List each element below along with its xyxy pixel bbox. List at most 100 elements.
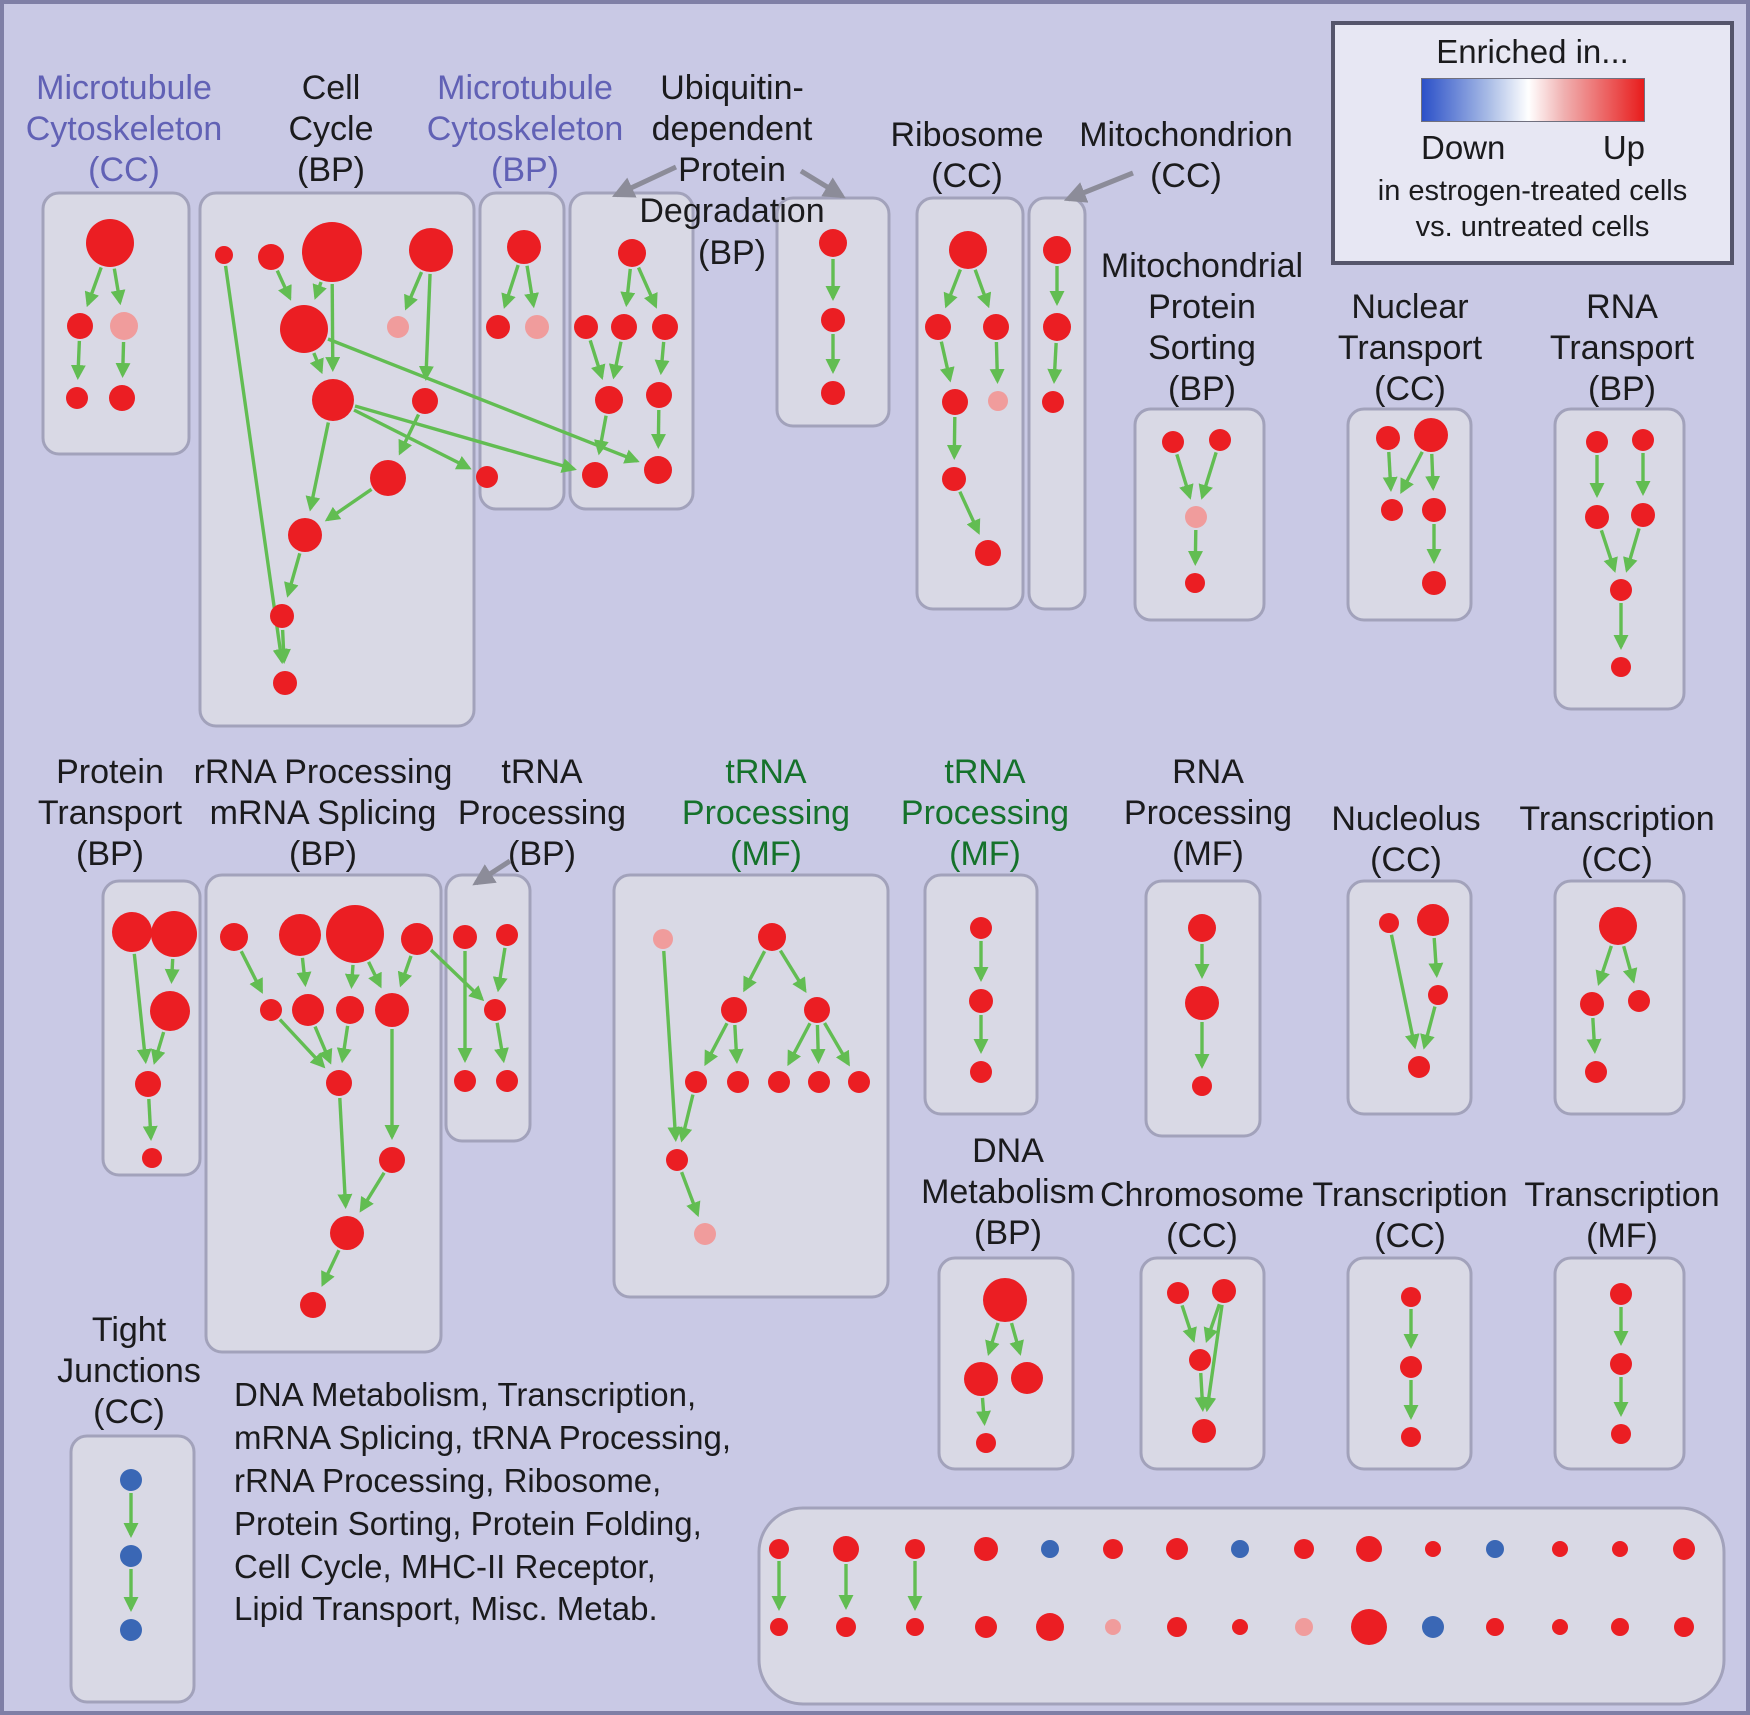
edge (588, 339, 606, 380)
cross-edge (353, 408, 472, 470)
node-up (769, 1539, 789, 1559)
node-up (685, 1071, 707, 1093)
node-up (819, 229, 847, 257)
edge (142, 1098, 158, 1142)
node-up (1103, 1539, 1123, 1559)
node-up (453, 925, 477, 949)
node-up (758, 923, 786, 951)
node-down (1041, 1540, 1059, 1558)
node-up (1610, 1353, 1632, 1375)
edge (344, 964, 360, 990)
node-up (280, 305, 328, 353)
edge (524, 265, 539, 309)
edge (284, 552, 302, 598)
group-box-transcription-cc-1 (1553, 879, 1686, 1116)
node-up (326, 1070, 352, 1096)
node-up (768, 1071, 790, 1093)
node-up (1422, 498, 1446, 522)
group-microtubule-cytoskeleton-cc (66, 219, 138, 411)
group-dna-metabolism-bp (964, 1278, 1043, 1453)
group-box-rna-transport-bp (1553, 407, 1686, 711)
group-box-nuclear-transport-cc (1346, 407, 1473, 622)
node-up (260, 999, 282, 1021)
group-box-ribosome-cc (915, 196, 1025, 611)
group-box-rrna-processing-mrna-splicing-bp (204, 873, 443, 1354)
edge (1595, 945, 1613, 986)
node-up (135, 1071, 161, 1097)
node-up (1425, 1541, 1441, 1557)
edge (336, 1025, 352, 1064)
node-up (949, 231, 987, 269)
node-up (292, 994, 324, 1026)
group-box-misc-terms (757, 1506, 1726, 1706)
edge (492, 947, 508, 993)
edge (743, 950, 767, 993)
node-up (969, 989, 993, 1013)
node-down (120, 1619, 142, 1641)
node-up (1586, 431, 1608, 453)
edge (1180, 1304, 1197, 1343)
edge (313, 1025, 333, 1065)
group-ubiquitin-degradation-bp (574, 239, 678, 488)
node-up (970, 1061, 992, 1083)
edge (810, 1024, 826, 1064)
node-down (120, 1469, 142, 1491)
node-up (273, 671, 297, 695)
group-mitochondrion-cc (1042, 236, 1071, 413)
node-up (1212, 1279, 1236, 1303)
edge (239, 950, 264, 994)
group-transcription-cc-2 (1400, 1287, 1422, 1447)
node-up (833, 1536, 859, 1562)
node-down (1422, 1616, 1444, 1638)
group-box-microtubule-cytoskeleton-bp (478, 191, 566, 511)
edge (1420, 1006, 1437, 1050)
edge (939, 341, 955, 383)
node-up (1356, 1536, 1382, 1562)
edge (654, 341, 670, 376)
edge (1201, 1304, 1224, 1413)
node-up-weak (1105, 1619, 1121, 1635)
node-up-weak (1185, 506, 1207, 528)
cross-edge (354, 404, 577, 473)
group-trna-processing-bp (453, 924, 518, 1092)
edge (110, 268, 126, 306)
group-mitochondrial-protein-sorting-bp (1162, 429, 1231, 593)
node-up (1192, 1419, 1216, 1443)
annotation-arrow (472, 858, 512, 886)
node-up (1580, 992, 1604, 1016)
edge (1622, 945, 1638, 984)
node-up (1381, 499, 1403, 521)
node-up (1043, 236, 1071, 264)
node-up (1401, 1427, 1421, 1447)
edge (494, 1022, 509, 1064)
node-up-weak (653, 929, 673, 949)
edge (278, 1018, 326, 1069)
node-up (983, 1278, 1027, 1322)
node-up (1043, 313, 1071, 341)
node-up (1011, 1362, 1043, 1394)
edge (677, 1094, 695, 1143)
node-up (974, 1537, 998, 1561)
edge (973, 269, 992, 309)
node-up (150, 991, 190, 1031)
node-down (1486, 1540, 1504, 1558)
node-up (942, 467, 966, 491)
node-up-weak (1295, 1618, 1313, 1636)
edge (636, 266, 658, 309)
group-transcription-mf (1610, 1283, 1632, 1444)
edge (367, 961, 382, 989)
node-up (496, 1070, 518, 1092)
group-box-trna-processing-mf-1 (612, 873, 890, 1299)
node-up (1673, 1538, 1695, 1560)
edge (680, 1171, 701, 1218)
node-up (1585, 1061, 1607, 1083)
node-up (66, 387, 88, 409)
node-up (1552, 1541, 1568, 1557)
node-up (1408, 1056, 1430, 1078)
node-up (1417, 904, 1449, 936)
edge (1047, 342, 1063, 385)
node-up (611, 314, 637, 340)
edge (976, 1397, 991, 1427)
legend-title: Enriched in... (1436, 33, 1629, 70)
edge (1194, 1372, 1210, 1413)
